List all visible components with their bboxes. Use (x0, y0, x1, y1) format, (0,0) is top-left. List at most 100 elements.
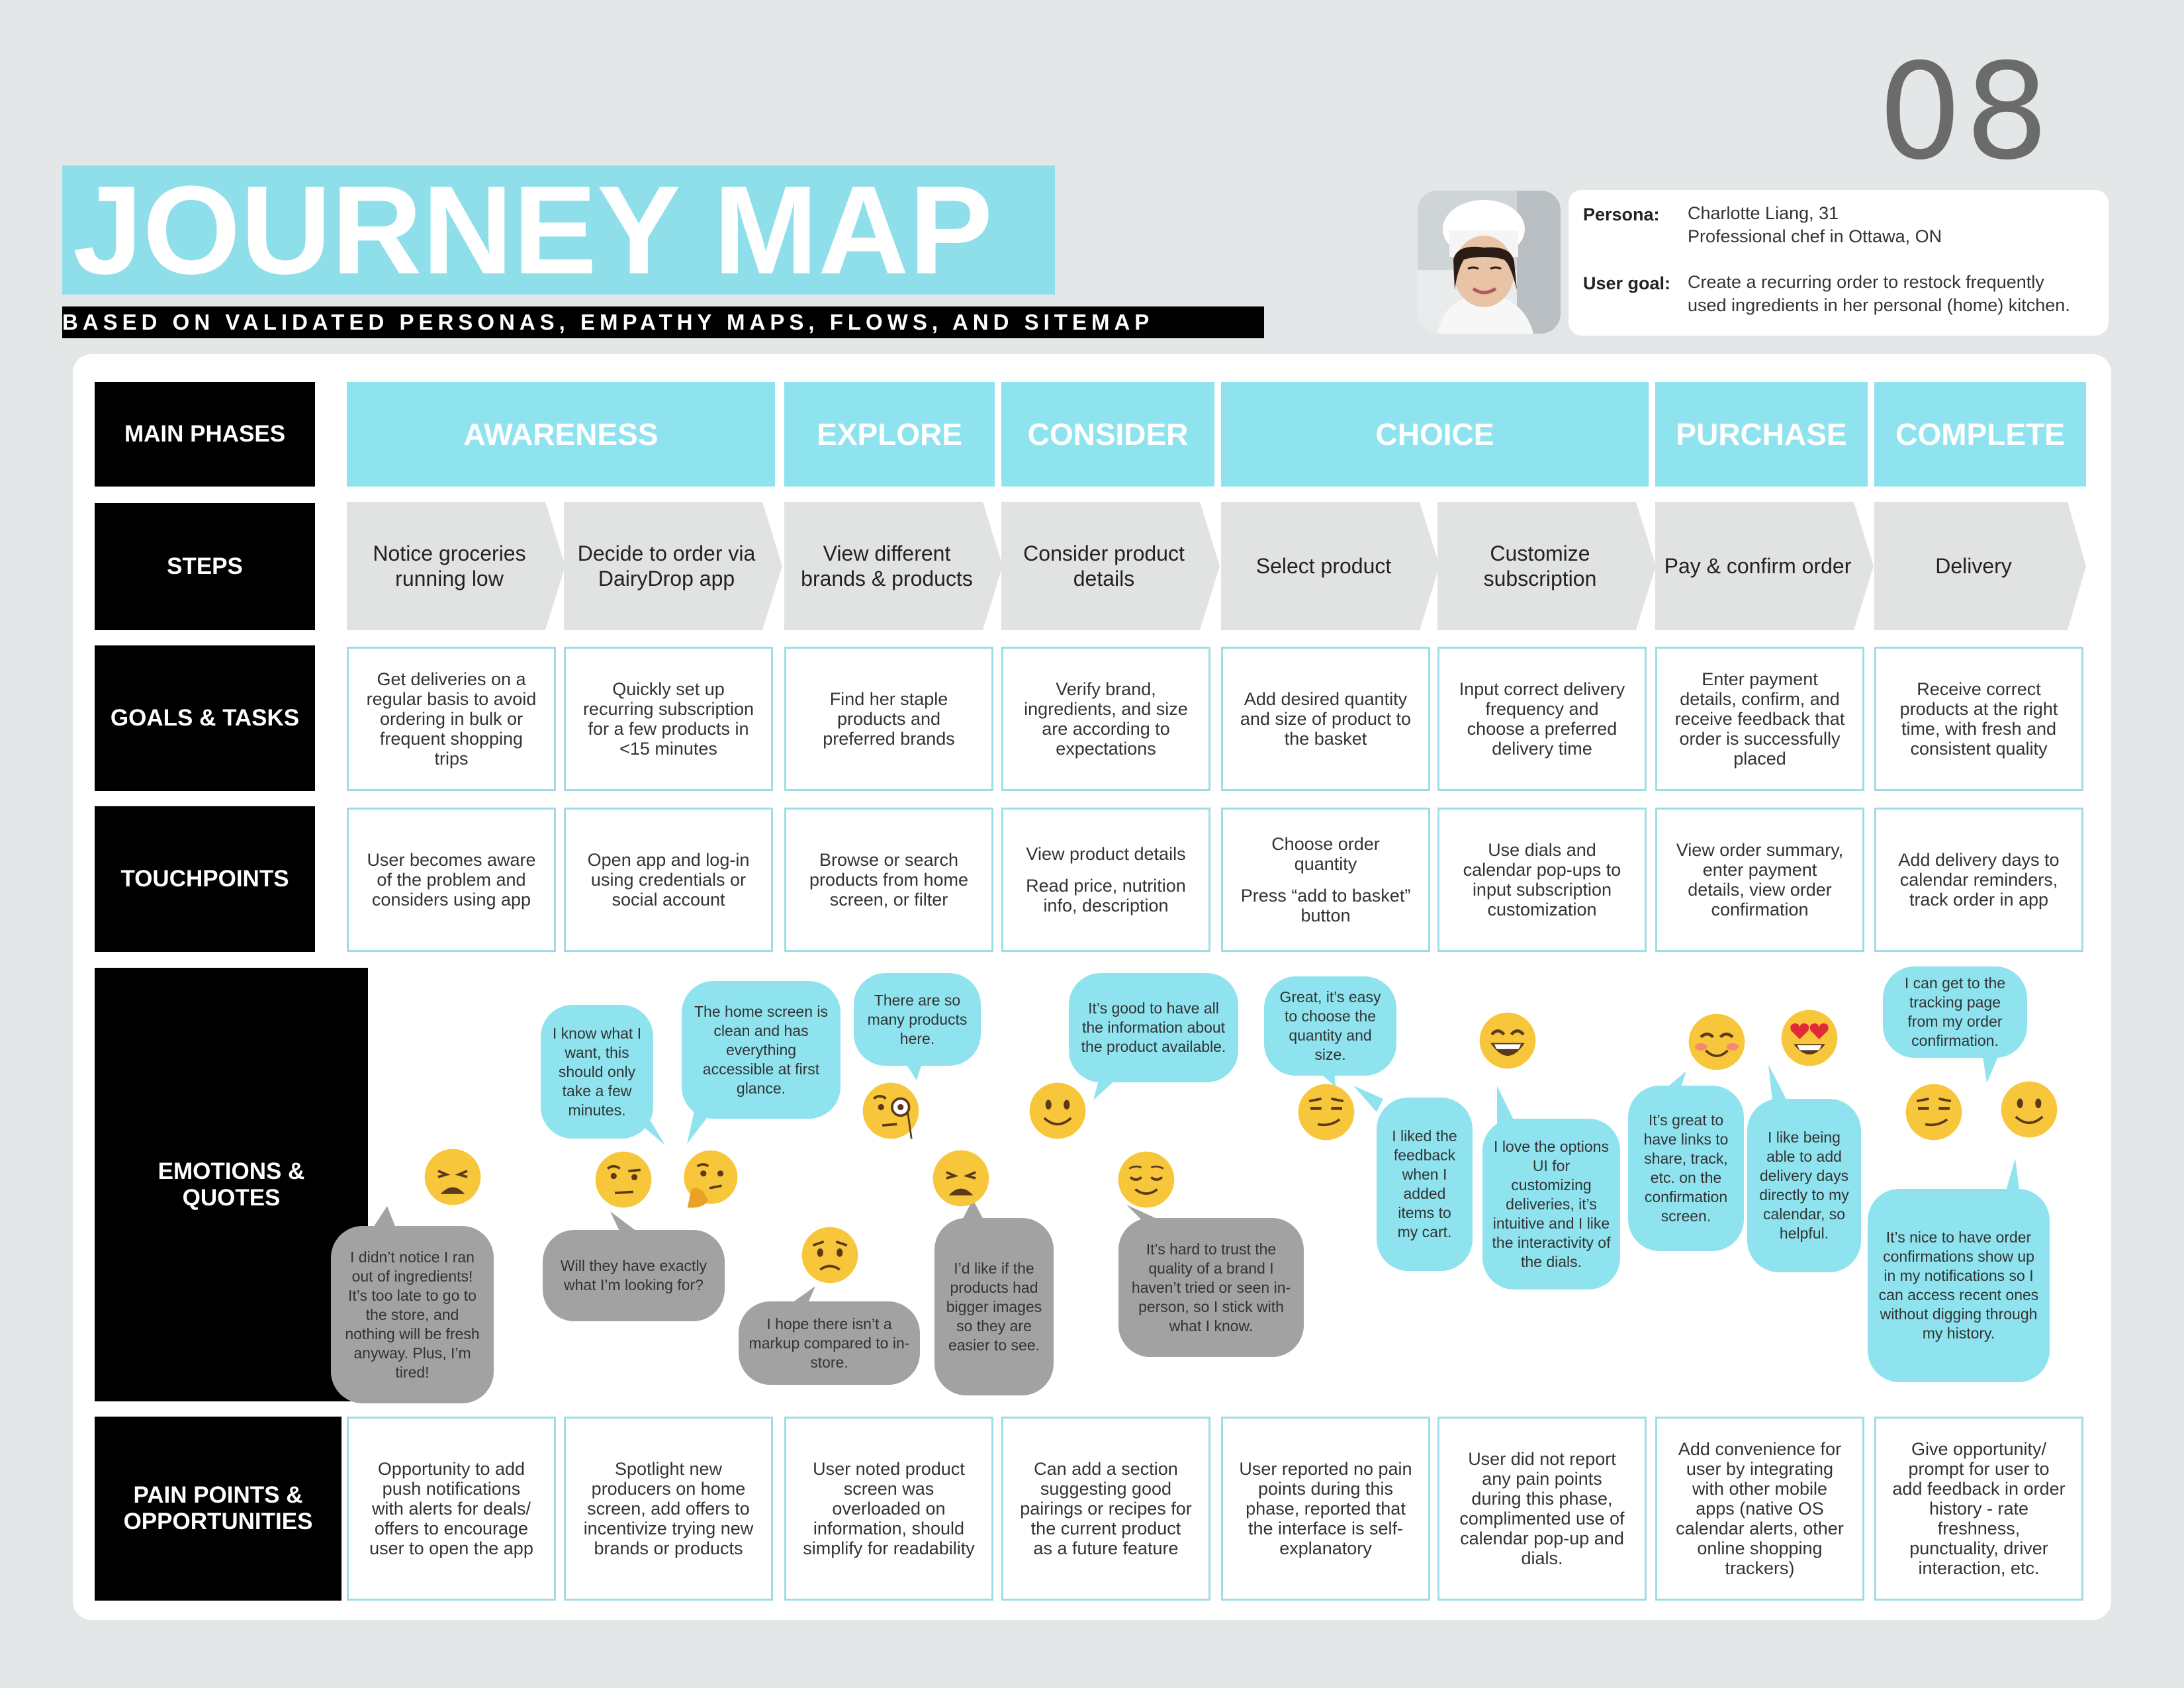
step-label: Pay & confirm order (1664, 554, 1852, 578)
persona-avatar (1418, 191, 1561, 334)
touchpoint-cell: Open app and log-in using credentials or… (564, 808, 773, 952)
touchpoint-line: View product details (1026, 844, 1186, 864)
heart-eyes-face-icon (1781, 1009, 1838, 1066)
page-number: 08 (1878, 35, 2052, 189)
step-chevron (564, 502, 782, 630)
pain-point-cell: Add convenience for user by integrating … (1655, 1417, 1864, 1601)
row-label-goals: GOALS & TASKS (95, 645, 315, 791)
phase-consider: CONSIDER (1001, 382, 1214, 487)
quote-bubble: There are so many products here. (854, 973, 981, 1066)
quote-bubble: I hope there isn’t a markup compared to … (739, 1301, 920, 1385)
step-3: View different brands & products (784, 502, 1003, 630)
pain-point-cell: Opportunity to add push notifications wi… (347, 1417, 556, 1601)
touchpoint-cell: Use dials and calendar pop-ups to input … (1437, 808, 1647, 952)
step-4: Consider product details (1001, 502, 1220, 630)
touchpoint-cell: Add delivery days to calendar reminders,… (1874, 808, 2083, 952)
pain-point-cell: User noted product screen was overloaded… (784, 1417, 993, 1601)
pain-point-cell: Can add a section suggesting good pairin… (1001, 1417, 1210, 1601)
step-label: Notice groceries running low (373, 541, 526, 590)
blushing-face-icon (1688, 1013, 1745, 1070)
face-with-monocle-icon (862, 1082, 919, 1139)
relieved-face-icon (1118, 1151, 1175, 1208)
page-title: JOURNEY MAP (73, 160, 993, 301)
phase-complete: COMPLETE (1874, 382, 2086, 487)
quote-bubble: It’s nice to have order confirmations sh… (1868, 1189, 2050, 1382)
smiling-face-icon (2001, 1081, 2058, 1138)
step-chevron (1221, 502, 1439, 630)
step-1: Notice groceries running low (347, 502, 565, 630)
step-6: Customize subscription (1437, 502, 1656, 630)
row-label-touchpoints: TOUCHPOINTS (95, 806, 315, 952)
touchpoint-cell: View order summary, enter payment detail… (1655, 808, 1864, 952)
step-label: Customize subscription (1483, 541, 1597, 590)
quote-bubble: I liked the feedback when I added items … (1377, 1098, 1473, 1271)
row-label-steps: STEPS (95, 503, 315, 630)
touchpoint-line: Choose order quantity (1271, 834, 1380, 874)
quote-bubble: It’s hard to trust the quality of a bran… (1118, 1218, 1304, 1357)
touchpoint-cell: View product details Read price, nutriti… (1001, 808, 1210, 952)
pain-point-cell: Spotlight new producers on home screen, … (564, 1417, 773, 1601)
quote-bubble: I like being able to add delivery days d… (1747, 1099, 1861, 1272)
step-chevron (1437, 502, 1656, 630)
row-label-pain-points: PAIN POINTS & OPPORTUNITIES (95, 1417, 341, 1601)
row-label-emotions: EMOTIONS & QUOTES (95, 968, 368, 1401)
smirking-face-icon (1298, 1084, 1355, 1141)
goal-label: User goal: (1583, 273, 1671, 293)
touchpoint-cell: User becomes aware of the problem and co… (347, 808, 556, 952)
quote-bubble: The home screen is clean and has everyth… (682, 981, 841, 1119)
quote-bubble: It’s good to have all the information ab… (1069, 973, 1238, 1082)
phase-choice: CHOICE (1221, 382, 1649, 487)
quote-bubble: I’d like if the products had bigger imag… (934, 1218, 1054, 1395)
goal-cell: Input correct delivery frequency and cho… (1437, 647, 1647, 791)
thinking-face-icon (684, 1150, 738, 1208)
quote-bubble: I can get to the tracking page from my o… (1883, 966, 2027, 1058)
row-label-phases: MAIN PHASES (95, 382, 315, 487)
pain-point-cell: Give opportunity/ prompt for user to add… (1874, 1417, 2083, 1601)
chef-portrait-icon (1418, 191, 1561, 334)
worried-face-icon (801, 1227, 858, 1284)
pain-point-cell: User did not report any pain points duri… (1437, 1417, 1647, 1601)
phase-explore: EXPLORE (784, 382, 995, 487)
touchpoint-line: Read price, nutrition info, description (1026, 876, 1186, 915)
step-label: Select product (1255, 554, 1392, 578)
goal-cell: Get deliveries on a regular basis to avo… (347, 647, 556, 791)
goal-cell: Enter payment details, confirm, and rece… (1655, 647, 1864, 791)
touchpoint-cell: Choose order quantity Press “add to bask… (1221, 808, 1430, 952)
title-banner (62, 165, 1055, 295)
persona-label: Persona: (1583, 205, 1660, 224)
step-label: Delivery (1935, 554, 2012, 578)
step-2: Decide to order via DairyDrop app (564, 502, 782, 630)
quote-bubble: I love the options UI for customizing de… (1482, 1119, 1620, 1289)
step-label: Consider product details (1023, 541, 1185, 590)
step-chevron (347, 502, 565, 630)
step-label: View different brands & products (801, 541, 973, 590)
goal-cell: Add desired quantity and size of product… (1221, 647, 1430, 791)
face-with-raised-eyebrow-icon (595, 1151, 652, 1208)
goal-line-2: used ingredients in her personal (home) … (1688, 295, 2070, 315)
persona-occupation: Professional chef in Ottawa, ON (1688, 226, 1942, 246)
step-chevron (1655, 502, 1874, 630)
phase-purchase: PURCHASE (1655, 382, 1868, 487)
goal-cell: Find her staple products and preferred b… (784, 647, 993, 791)
persona-name: Charlotte Liang, 31 (1688, 203, 1839, 223)
goal-cell: Verify brand, ingredients, and size are … (1001, 647, 1210, 791)
goal-line-1: Create a recurring order to restock freq… (1688, 272, 2044, 292)
quote-bubble: I know what I want, this should only tak… (541, 1005, 653, 1139)
quote-bubble: I didn’t notice I ran out of ingredients… (331, 1226, 494, 1403)
phase-awareness: AWARENESS (347, 382, 775, 487)
goal-cell: Receive correct products at the right ti… (1874, 647, 2083, 791)
touchpoint-line: Press “add to basket” button (1240, 886, 1411, 925)
step-5: Select product (1221, 502, 1439, 630)
quote-bubble: Great, it’s easy to choose the quantity … (1264, 976, 1396, 1076)
page-subtitle: BASED ON VALIDATED PERSONAS, EMPATHY MAP… (62, 306, 1264, 338)
step-7: Pay & confirm order (1655, 502, 1874, 630)
smiling-face-icon (1029, 1082, 1086, 1139)
touchpoint-cell: Browse or search products from home scre… (784, 808, 993, 952)
weary-face-icon (933, 1150, 989, 1207)
step-chevron (1001, 502, 1220, 630)
step-8: Delivery (1874, 502, 2086, 630)
step-label: Decide to order via DairyDrop app (577, 541, 756, 590)
step-chevron (784, 502, 1003, 630)
quote-bubble: It’s great to have links to share, track… (1628, 1086, 1744, 1251)
